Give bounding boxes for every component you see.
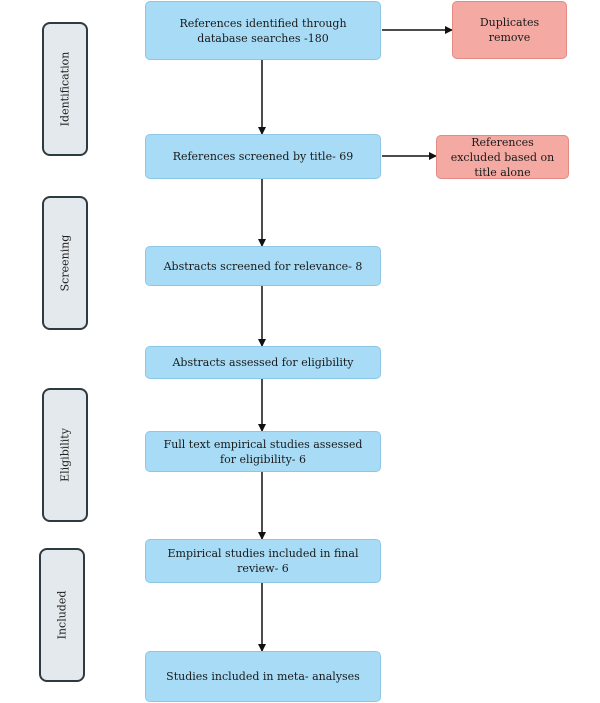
- exclusion-label: References excluded based on title alone: [450, 135, 555, 179]
- step-meta-analyses: Studies included in meta- analyses: [145, 651, 381, 702]
- phase-eligibility: Eligibility: [42, 388, 88, 522]
- exclusion-duplicates: Duplicates remove: [452, 1, 567, 59]
- step-full-text-assessed: Full text empirical studies assessed for…: [145, 431, 381, 472]
- step-final-review: Empirical studies included in final revi…: [145, 539, 381, 583]
- step-label: References identified through database s…: [179, 16, 347, 45]
- step-label: Full text empirical studies assessed for…: [163, 437, 363, 466]
- step-label: Abstracts screened for relevance- 8: [163, 259, 363, 273]
- step-label: Abstracts assessed for eligibility: [172, 356, 354, 369]
- step-screened-by-title: References screened by title- 69: [145, 134, 381, 179]
- step-abstracts-assessed: Abstracts assessed for eligibility: [145, 346, 381, 379]
- phase-included: Included: [39, 548, 85, 682]
- exclusion-by-title: References excluded based on title alone: [436, 135, 569, 179]
- step-identified: References identified through database s…: [145, 1, 381, 60]
- step-abstracts-screened: Abstracts screened for relevance- 8: [145, 246, 381, 286]
- exclusion-label: Duplicates remove: [479, 16, 540, 44]
- step-label: Empirical studies included in final revi…: [167, 547, 359, 575]
- phase-identification: Identification: [42, 22, 88, 156]
- step-label: References screened by title- 69: [172, 150, 354, 163]
- step-label: Studies included in meta- analyses: [166, 670, 360, 683]
- phase-screening: Screening: [42, 196, 88, 330]
